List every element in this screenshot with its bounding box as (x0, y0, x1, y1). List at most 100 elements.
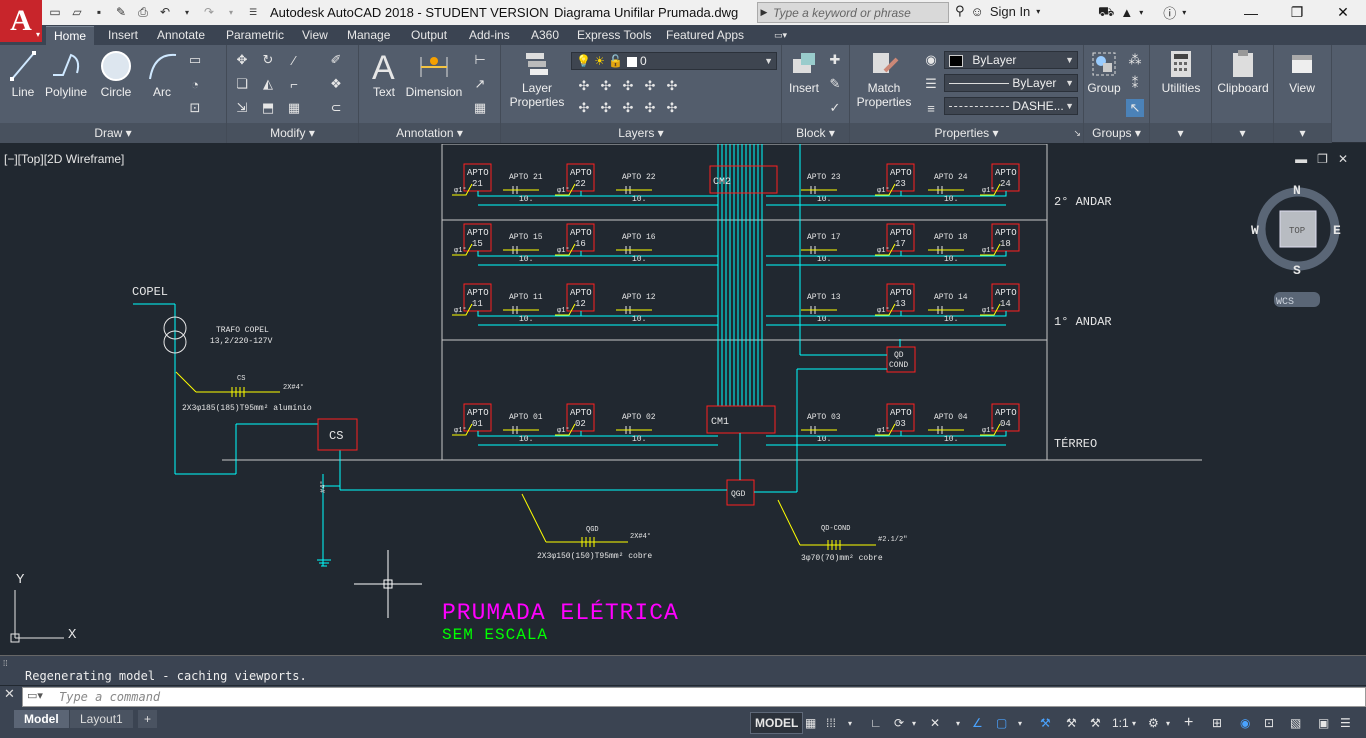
lineweight-icon[interactable]: ☰ (925, 76, 937, 91)
tab-view[interactable]: View (302, 28, 328, 42)
layer-previous-icon[interactable]: ✣ (578, 100, 590, 115)
sign-in-link[interactable]: Sign In (989, 3, 1031, 19)
annotation-scale-dropdown-icon[interactable]: ▾ (1132, 718, 1137, 728)
workspace-dropdown-icon[interactable]: ▾ (1166, 718, 1171, 728)
close-button[interactable]: ✕ (1337, 4, 1349, 20)
block-panel-title[interactable]: Block ▾ (782, 123, 849, 143)
ortho-icon[interactable]: ∟ (870, 716, 882, 730)
units-icon[interactable]: ⊞ (1212, 716, 1223, 730)
save-as-icon[interactable]: ✎ (115, 5, 127, 19)
cm1-box[interactable] (706, 405, 776, 434)
layer-freeze-icon[interactable]: ✣ (622, 78, 634, 93)
undo-icon[interactable]: ↶ (159, 5, 171, 19)
user-icon[interactable]: ☺ (970, 3, 984, 19)
annotation-visibility-icon[interactable]: ⚒ (1040, 716, 1051, 730)
viewport-close-icon[interactable]: ✕ (1337, 152, 1348, 166)
viewport-controls-label[interactable]: [−][Top][2D Wireframe] (4, 152, 125, 166)
tab-add-ins[interactable]: Add-ins (469, 28, 510, 42)
wcs-menu[interactable] (1274, 292, 1320, 307)
annotation-scale-icon[interactable]: ⚒ (1090, 716, 1101, 730)
undo-dropdown-icon[interactable]: ▾ (184, 7, 189, 17)
create-block-icon[interactable]: ✚ (829, 52, 841, 67)
hardware-acceleration-icon[interactable]: ▣ (1318, 716, 1330, 730)
sign-in-dropdown-icon[interactable]: ▾ (1036, 6, 1041, 16)
isodraft-dropdown-icon[interactable]: ▾ (956, 718, 961, 728)
save-icon[interactable]: ▪ (96, 5, 102, 19)
snap-dropdown-icon[interactable]: ▾ (848, 718, 853, 728)
command-input[interactable] (59, 689, 1159, 705)
qd-cond-box[interactable] (886, 346, 916, 373)
add-layout-icon[interactable]: + (138, 710, 158, 728)
exchange-icon[interactable]: ▲ (1120, 5, 1134, 20)
tab-featured-apps[interactable]: Featured Apps (666, 28, 745, 42)
color-dropdown[interactable]: ByLayer ▼ (944, 51, 1078, 69)
minimize-button[interactable]: — (1244, 4, 1258, 21)
copy-icon[interactable]: ❏ (236, 76, 248, 91)
circle-button[interactable]: Circle (98, 49, 134, 99)
group-selection-icon[interactable]: ↖ (1126, 99, 1144, 117)
viewport-restore-icon[interactable]: ❐ (1317, 152, 1328, 166)
binoculars-icon[interactable]: ⚲ (955, 3, 965, 18)
tab-a360[interactable]: A360 (531, 28, 560, 42)
explode-icon[interactable]: ❖ (330, 76, 342, 91)
tab-output[interactable]: Output (411, 28, 448, 42)
rotate-icon[interactable]: ↻ (262, 52, 274, 67)
viewcube-west[interactable]: W (1251, 223, 1259, 238)
cm2-box[interactable] (709, 165, 778, 194)
redo-dropdown-icon[interactable]: ▾ (228, 7, 233, 17)
view-panel-title[interactable]: ▾ (1274, 123, 1331, 143)
clipboard-panel-title[interactable]: ▾ (1212, 123, 1273, 143)
viewcube[interactable] (1256, 187, 1340, 271)
scale-icon[interactable]: ⬒ (261, 100, 275, 115)
plot-icon[interactable]: ⎙ (138, 4, 148, 19)
layers-panel-title[interactable]: Layers ▾ (501, 123, 781, 143)
leader-icon[interactable]: ↗ (474, 76, 486, 91)
object-snap-tracking-icon[interactable]: ∠ (972, 716, 983, 730)
draw-panel-title[interactable]: Draw ▾ (0, 123, 226, 143)
workspace-gear-icon[interactable]: ⚙ (1148, 716, 1159, 730)
search-expand-icon[interactable]: ▶ (760, 7, 768, 17)
ribbon-minimize-icon[interactable]: ▭▾ (774, 30, 788, 40)
group-button[interactable]: Group (1086, 49, 1122, 95)
cs-box[interactable] (317, 418, 358, 451)
viewport-minimize-icon[interactable]: ▬ (1295, 152, 1308, 166)
annotation-panel-title[interactable]: Annotation ▾ (359, 123, 500, 143)
model-space-button[interactable]: MODEL (750, 712, 804, 734)
insert-block-button[interactable]: Insert (785, 49, 823, 95)
text-button[interactable]: A Text (367, 49, 401, 99)
trim-icon[interactable]: ⁄ (292, 52, 296, 68)
tab-parametric[interactable]: Parametric (226, 28, 285, 42)
fillet-icon[interactable]: ⌐ (290, 76, 298, 92)
hatch-icon[interactable]: ◔ (191, 76, 199, 92)
isodraft-icon[interactable]: ✕ (930, 716, 941, 730)
customization-icon[interactable]: ☰ (1340, 716, 1351, 730)
open-icon[interactable]: ▱ (72, 5, 82, 19)
tab-annotate[interactable]: Annotate (157, 28, 206, 42)
clipboard-button[interactable]: Clipboard (1214, 49, 1272, 95)
tab-home[interactable]: Home (46, 26, 95, 45)
properties-launcher-icon[interactable]: ↘ (1073, 128, 1081, 138)
maximize-button[interactable]: ❐ (1290, 4, 1304, 20)
utilities-panel-title[interactable]: ▾ (1150, 123, 1211, 143)
polar-icon[interactable]: ⟳ (894, 716, 905, 730)
stretch-icon[interactable]: ⇲ (236, 100, 248, 115)
exchange-dropdown-icon[interactable]: ▾ (1139, 8, 1144, 17)
snap-icon[interactable]: ⁞⁞⁞ (826, 716, 837, 730)
command-prompt-icon[interactable]: ▭▾ (27, 690, 43, 702)
application-menu-button[interactable]: A ▾ (0, 0, 42, 42)
offset-icon[interactable]: ⊂ (330, 100, 342, 115)
new-icon[interactable]: ▭ (49, 5, 61, 19)
layer-isolate-icon[interactable]: ✣ (600, 78, 612, 93)
tab-manage[interactable]: Manage (347, 28, 391, 42)
mirror-icon[interactable]: ◭ (263, 76, 273, 91)
line-button[interactable]: Line (8, 49, 38, 99)
properties-panel-title[interactable]: Properties ▾ (850, 123, 1083, 143)
command-close-icon[interactable]: ✕ (4, 686, 15, 701)
customize-qat-icon[interactable]: ☰ (248, 6, 258, 17)
layer-lock-icon[interactable]: ✣ (644, 78, 656, 93)
erase-icon[interactable]: ✐ (330, 52, 342, 67)
viewcube-south[interactable]: S (1293, 263, 1301, 278)
